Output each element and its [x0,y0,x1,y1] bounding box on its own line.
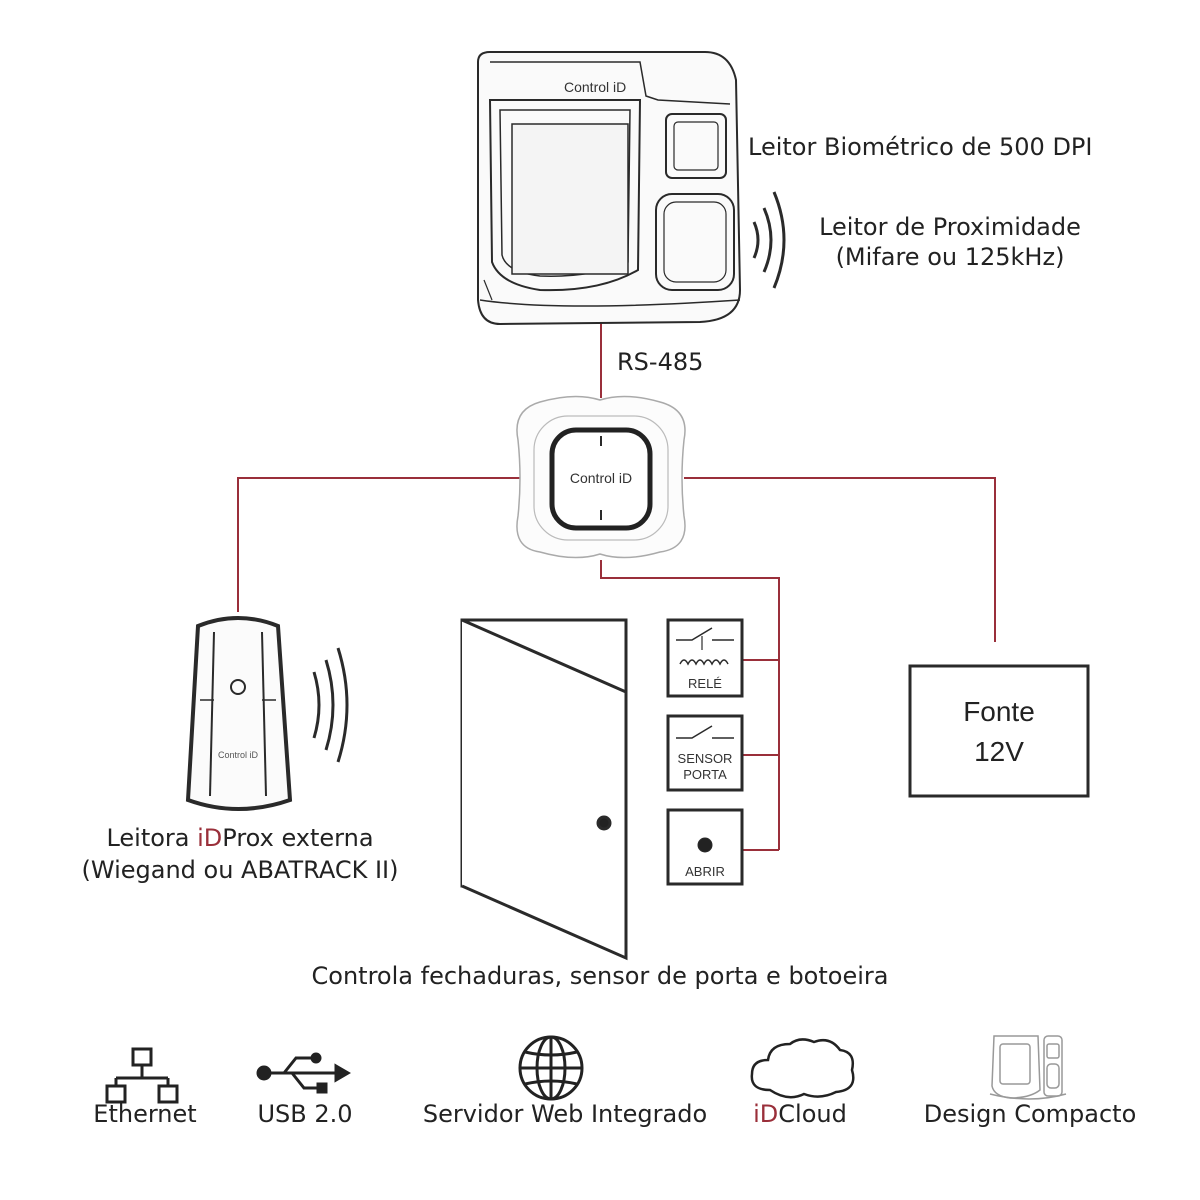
power-supply-line1: Fonte [963,696,1035,727]
biometric-reader-label: Leitor Biométrico de 500 DPI [748,133,1093,161]
control-id-controller [516,395,686,559]
biometric-terminal [477,51,742,326]
usb-icon [256,1052,351,1094]
proximity-label-line2: (Mifare ou 125kHz) [835,243,1065,271]
door-caption: Controla fechaduras, sensor de porta e b… [311,962,889,990]
terminal-screen [511,123,629,275]
external-reader-label-line2: (Wiegand ou ABATRACK II) [81,856,399,884]
power-supply-label: Fonte 12V [910,692,1088,772]
feature-design-label: Design Compacto [923,1100,1137,1128]
abrir-label: ABRIR [685,864,725,879]
controller-brand-text: Control iD [570,470,632,486]
terminal-screen-frame [488,99,642,292]
door-handle [596,815,612,831]
proximity-reader-label: Leitor de Proximidade (Mifare ou 125kHz) [800,212,1100,272]
external-reader-label-prefix: Leitora [106,824,198,852]
proximity-label-line1: Leitor de Proximidade [819,213,1081,241]
reader-waves-icon [312,647,349,763]
sensor-porta-module [666,714,744,792]
power-supply-line2: 12V [974,736,1024,767]
proximity-waves-icon [752,191,786,289]
cloud-icon [750,1038,855,1099]
sensor-switch-icon [676,725,734,739]
rs485-label: RS-485 [617,348,704,376]
external-reader-label: Leitora iDProx externa (Wiegand ou ABATR… [40,822,440,886]
door-module-bus-wire [600,560,780,850]
sensor-label-line2: PORTA [683,767,727,782]
globe-icon [518,1035,584,1101]
compact-device-icon [989,1035,1067,1100]
external-reader-label-accent: iD [197,824,223,852]
external-reader-label-suffix: Prox externa [222,824,374,852]
wiring [237,322,996,851]
power-supply-box [908,664,1090,798]
external-reader-wire [237,477,522,612]
external-reader-label-line1: Leitora iDProx externa [40,822,440,854]
controller-face [549,427,653,531]
feature-cloud-accent: iD [753,1100,779,1128]
terminal-brand-text: Control iD [564,79,626,95]
reader-device-text: Control iD [218,750,259,760]
abrir-module [666,808,744,886]
feature-usb-label: USB 2.0 [257,1100,353,1128]
push-button-icon [697,837,713,853]
rele-module [666,618,744,698]
reader-indicator-led [230,679,246,695]
rele-label: RELÉ [688,676,722,691]
fingerprint-sensor [665,113,727,179]
feature-cloud-label: iDCloud [740,1100,860,1128]
ethernet-icon [105,1047,179,1104]
feature-web-label: Servidor Web Integrado [422,1100,708,1128]
relay-switch-icon [676,627,734,641]
reader-body [185,616,293,811]
proximity-pad [655,193,735,291]
sensor-label-line1: SENSOR [678,751,733,766]
door [460,618,628,961]
power-supply-wire [684,477,996,642]
feature-ethernet-label: Ethernet [93,1100,197,1128]
feature-cloud-rest: Cloud [778,1100,847,1128]
idprox-external-reader [185,616,293,811]
door-leaf [461,618,628,961]
